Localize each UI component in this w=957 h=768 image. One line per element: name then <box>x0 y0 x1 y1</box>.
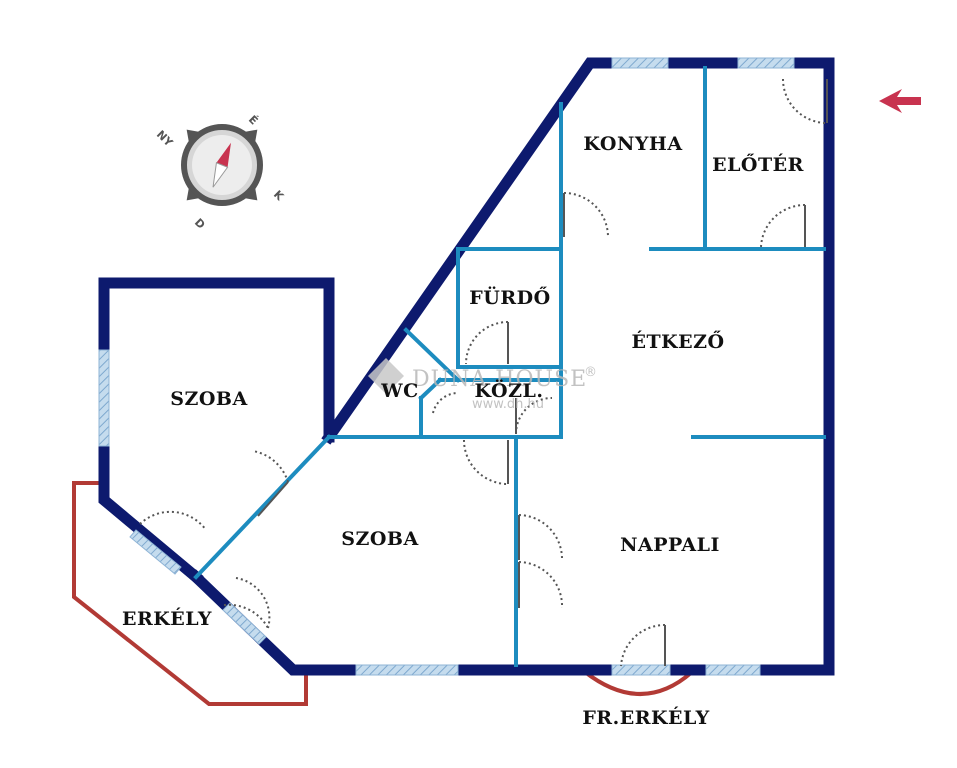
watermark-brand: DUNA HOUSE <box>412 367 587 392</box>
label-wc: WC <box>380 380 418 402</box>
label-etkezo: ÉTKEZŐ <box>631 330 724 353</box>
window-diagonal-bottom <box>222 602 267 645</box>
compass-icon: É K D NY <box>154 113 287 232</box>
fr-erkely-outline <box>583 670 694 696</box>
window-eloter <box>737 57 795 69</box>
compass-south: D <box>192 216 208 232</box>
door-swings <box>139 78 828 667</box>
door-konyha <box>563 192 609 238</box>
door-eloter <box>760 203 806 248</box>
window-bottom-nappali-2 <box>705 664 761 676</box>
label-furdo: FÜRDŐ <box>469 286 550 309</box>
door-furdo <box>465 321 509 365</box>
door-szoba-from-kozl <box>463 439 509 485</box>
door-kozl <box>515 397 553 435</box>
label-eloter: ELŐTÉR <box>712 153 804 176</box>
label-konyha: KONYHA <box>583 133 682 155</box>
label-kozl: KÖZL. <box>475 379 544 402</box>
window-konyha <box>611 57 669 69</box>
compass-east: K <box>271 188 287 204</box>
label-szoba-center: SZOBA <box>341 528 418 550</box>
inner-walls <box>193 66 826 667</box>
door-eloter-entrance <box>782 78 828 124</box>
diamond-logo-icon <box>368 358 404 394</box>
windows <box>98 57 795 676</box>
watermark: DUNA HOUSE ® www.dh.hu <box>368 358 597 412</box>
left-room-outer-wall <box>98 277 335 585</box>
door-szoba-balcony <box>223 577 271 629</box>
label-fr-erkely: FR.ERKÉLY <box>582 706 709 729</box>
entrance-arrow-icon <box>879 89 921 113</box>
compass-west: NY <box>154 128 176 150</box>
window-bottom-nappali-1 <box>611 664 671 676</box>
window-bottom-szoba <box>355 664 459 676</box>
outer-walls <box>98 57 835 676</box>
label-nappali: NAPPALI <box>620 534 720 556</box>
watermark-registered: ® <box>584 365 597 380</box>
watermark-url: www.dh.hu <box>472 397 544 412</box>
window-diagonal-left <box>129 529 182 575</box>
compass-north: É <box>246 113 261 128</box>
main-outer-wall <box>188 57 835 676</box>
wall-wc-north <box>403 327 461 383</box>
door-left-szoba <box>252 450 289 517</box>
room-labels: KONYHA ELŐTÉR FÜRDŐ ÉTKEZŐ WC KÖZL. SZOB… <box>122 133 804 729</box>
wall-kozl-top <box>418 377 443 401</box>
door-wc <box>432 392 459 414</box>
door-nappali-double <box>518 514 564 609</box>
erkely-outline <box>72 481 308 706</box>
label-erkely: ERKÉLY <box>122 607 212 630</box>
door-nappali-balcony <box>620 623 666 667</box>
window-left-room <box>98 349 110 447</box>
door-left-room-balcony <box>139 510 207 531</box>
label-szoba-left: SZOBA <box>170 388 247 410</box>
balcony-outline <box>72 481 694 706</box>
wall-szoba-diagonal <box>193 434 332 580</box>
